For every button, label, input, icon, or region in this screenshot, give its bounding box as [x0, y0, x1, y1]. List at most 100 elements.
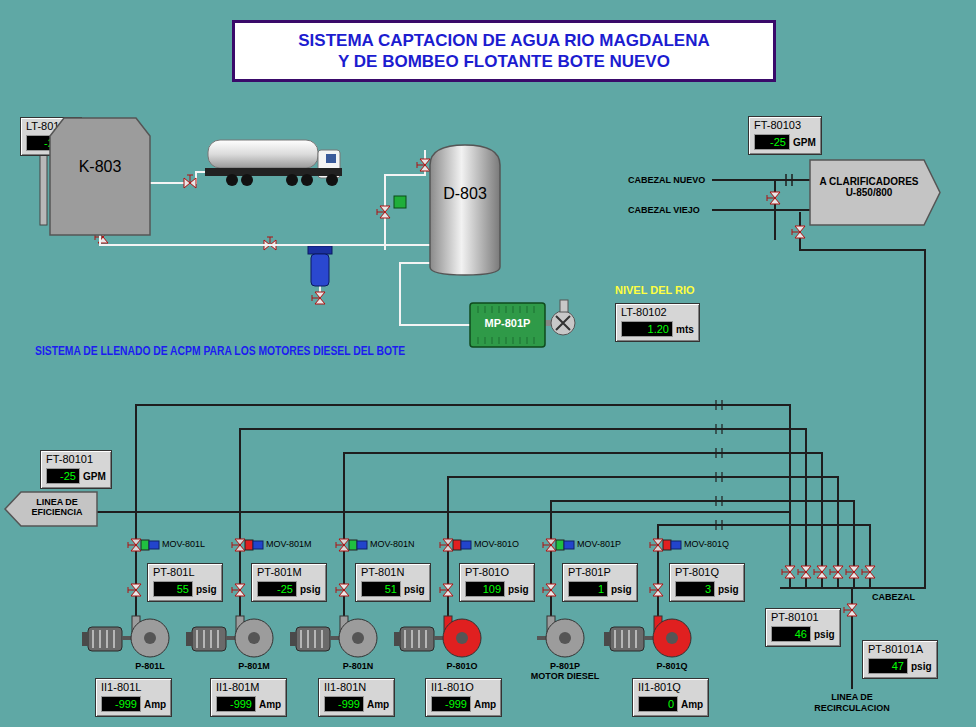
- valve-stem: [798, 569, 806, 575]
- motor-fin: [506, 306, 507, 313]
- plain-label: MOV-801L: [162, 539, 205, 549]
- fuel-filter: [308, 246, 332, 286]
- hmi-part: [712, 179, 810, 181]
- motor-fan-cover: [82, 632, 88, 646]
- tag-name: PT-801L: [153, 566, 217, 579]
- tag-name: PT-801N: [361, 566, 425, 579]
- motor-rib: [425, 630, 427, 648]
- plain-label: P-801M: [219, 661, 289, 671]
- motor-fin: [485, 306, 486, 313]
- hmi-part: [774, 180, 776, 240]
- motor-rib: [404, 630, 406, 648]
- motor-shape: MP-801P: [470, 303, 545, 347]
- motor-rib: [99, 630, 101, 648]
- tag-value: -25: [46, 468, 80, 484]
- tag-unit: psig: [404, 584, 425, 595]
- motor-rib: [614, 630, 616, 648]
- hmi-part: -999Amp: [101, 696, 166, 712]
- valve-stem: [417, 162, 425, 168]
- hmi-part: [326, 174, 338, 186]
- motor-fan-cover: [290, 632, 296, 646]
- discharge-pipe: [448, 477, 838, 618]
- valve-stem: [336, 587, 344, 593]
- motor-rib: [635, 630, 637, 648]
- instrument-tag: PT-801Q 3psig: [669, 563, 745, 602]
- arrowL-body: [5, 492, 97, 526]
- silo-outline: [50, 118, 150, 235]
- tag-name: LT-80102: [621, 306, 694, 319]
- hmi-part: -999Amp: [431, 696, 496, 712]
- instrument-tag: PT-801P1psig: [562, 563, 638, 602]
- valve-stem: [128, 587, 136, 593]
- tag-name: PT-801Q: [675, 566, 739, 579]
- valve-stem: [846, 569, 854, 575]
- plain-label: P-801O: [427, 661, 497, 671]
- mov-status: [245, 540, 253, 550]
- hmi-part: -25psig: [257, 581, 321, 597]
- pump-volute: [653, 619, 691, 657]
- pump-volute: [131, 619, 169, 657]
- arrowR-shape: A CLARIFICADORES U-850/800: [810, 160, 940, 225]
- instrument-tag: II1-801N-999Amp: [318, 678, 395, 717]
- tag-unit: Amp: [681, 699, 703, 710]
- hmi-part: 55psig: [153, 581, 217, 597]
- hmi-part: [226, 174, 238, 186]
- hmi-part: 109psig: [465, 581, 529, 597]
- motor-fin: [513, 337, 514, 344]
- motor-rib: [106, 630, 108, 648]
- tag-name: FT-80101: [46, 453, 106, 466]
- valve-stem: [792, 229, 800, 235]
- vessel-shape: D-803: [430, 145, 500, 275]
- motor-rib: [321, 630, 323, 648]
- tag-unit: psig: [611, 584, 632, 595]
- tag-unit: psig: [911, 661, 932, 672]
- pipe-break: [716, 424, 722, 434]
- pump-volute: [546, 619, 584, 657]
- hmi-part: 51psig: [361, 581, 425, 597]
- motor-fin: [499, 337, 500, 344]
- shape-label: LINEA DE EFICIENCIA: [26, 497, 88, 517]
- tag-name: PT-80101: [771, 611, 835, 624]
- instrument-tag: FT-80101-25GPM: [40, 450, 112, 489]
- hmi-part: 0Amp: [638, 696, 703, 712]
- tag-value: -25: [754, 134, 790, 150]
- valve-stem: [844, 607, 852, 613]
- motor-fin: [520, 306, 521, 313]
- hmi-part: 3psig: [675, 581, 739, 597]
- motor-fin: [527, 306, 528, 313]
- tag-unit: mts: [676, 324, 694, 335]
- instrument-tag: II1-801O-999Amp: [425, 678, 502, 717]
- hmi-part: 1psig: [568, 581, 632, 597]
- tag-name: II1-801Q: [638, 681, 703, 694]
- silo-shape: K-803: [50, 118, 150, 235]
- motor-fin: [520, 337, 521, 344]
- valve-stem: [312, 295, 320, 301]
- pump-eye: [144, 632, 156, 644]
- tag-unit: psig: [300, 584, 321, 595]
- pump-eye: [559, 632, 571, 644]
- tag-name: FT-80103: [754, 119, 816, 132]
- tag-value: 47: [868, 658, 908, 674]
- plain-label: MOV-801Q: [684, 539, 729, 549]
- instrument-tag: PT-80101A47psig: [862, 640, 938, 679]
- diesel-transfer-pump: [545, 300, 575, 335]
- hmi-part: [556, 316, 570, 330]
- plain-label: P-801P: [530, 661, 600, 671]
- hmi-part: 46psig: [771, 626, 835, 642]
- instrument-tag: II1-801L-999Amp: [95, 678, 172, 717]
- hmi-part: [311, 254, 329, 286]
- hmi-part: [560, 300, 568, 312]
- motor-fan-cover: [604, 632, 610, 646]
- pump-train: [82, 400, 875, 657]
- tag-unit: Amp: [474, 699, 496, 710]
- discharge-pipe: [136, 405, 790, 618]
- plain-label: P-801Q: [637, 661, 707, 671]
- mov-actuator: [357, 541, 367, 549]
- plain-label: CABEZAL VIEJO: [628, 205, 700, 215]
- mov-status: [663, 540, 671, 550]
- tag-name: PT-801O: [465, 566, 529, 579]
- plain-label: CABEZAL: [872, 592, 915, 602]
- hmi-part: -999Amp: [324, 696, 389, 712]
